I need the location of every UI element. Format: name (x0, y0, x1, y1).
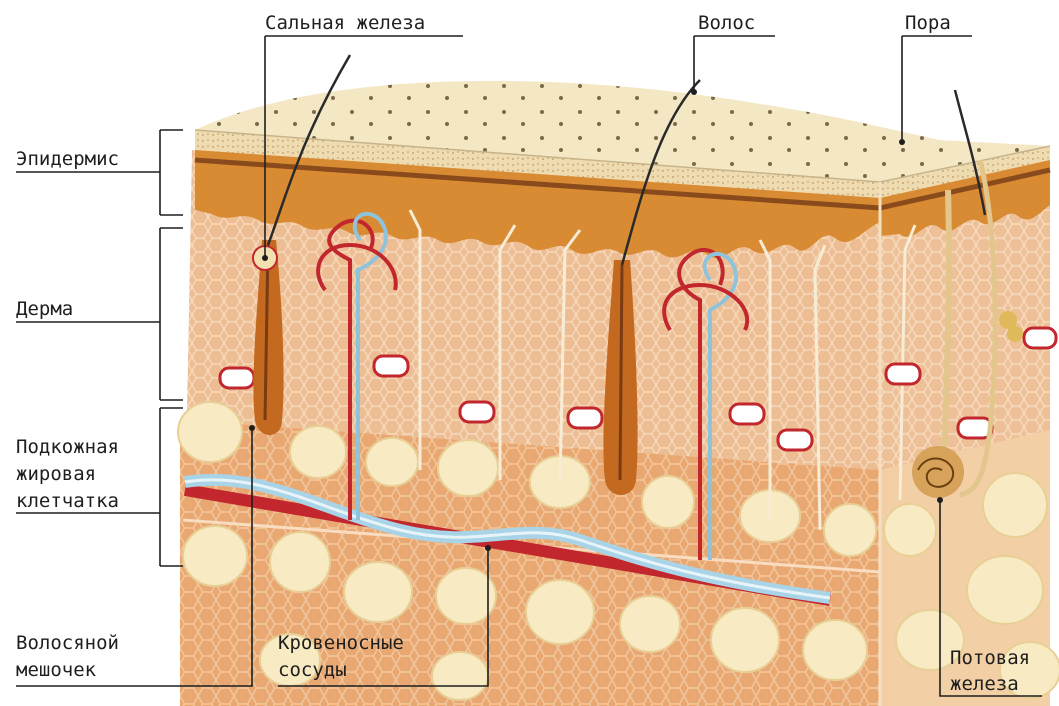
label-pore: Пора (905, 10, 951, 36)
label-subcutaneous-line2: жировая (16, 461, 96, 487)
label-sweat-gland-line2: железа (950, 671, 1019, 697)
label-dermis: Дерма (16, 296, 73, 322)
label-blood-vessels-line2: сосуды (278, 657, 347, 683)
label-epidermis: Эпидермис (16, 146, 119, 172)
label-hair-follicle-line2: мешочек (16, 657, 96, 683)
label-hair-follicle-line1: Волосяной (16, 630, 119, 656)
label-sebaceous-gland: Сальная железа (265, 10, 425, 36)
label-hair: Волос (698, 10, 755, 36)
label-subcutaneous-line3: клетчатка (16, 488, 119, 514)
label-subcutaneous-line1: Подкожная (16, 434, 119, 460)
label-blood-vessels-line1: Кровеносные (278, 630, 404, 656)
label-sweat-gland-line1: Потовая (950, 645, 1030, 671)
